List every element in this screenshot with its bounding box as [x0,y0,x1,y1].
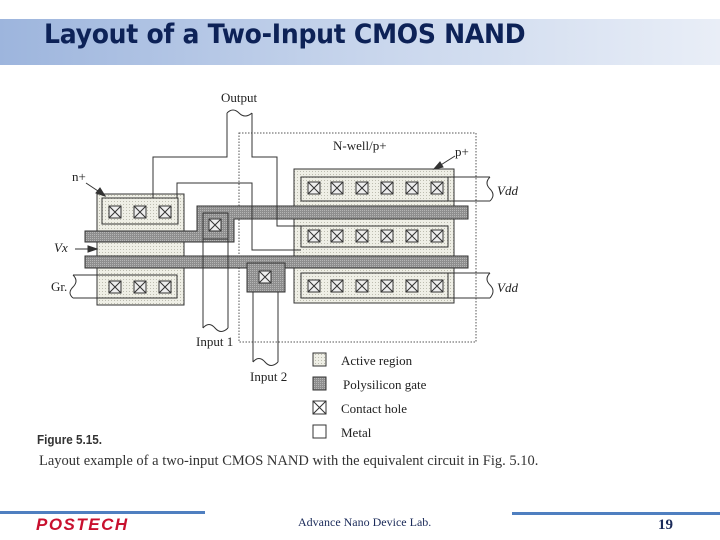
metal-pmos-top [300,176,449,202]
contact-hole-cross [158,205,172,219]
slide-title: Layout of a Two-Input CMOS NAND [44,19,526,50]
figure-number: Figure 5.15. [37,432,103,447]
postech-logo: POSTECH [36,515,129,534]
contact-hole-cross [330,279,344,293]
legend-swatch-metal [312,424,327,439]
pmos-active-region [293,168,455,304]
contact-hole-cross [330,229,344,243]
contact-hole-cross [380,181,394,195]
contact-hole-cross [430,229,444,243]
contact-hole-cross [355,229,369,243]
contact-hole-cross [108,205,122,219]
metal-pmos-bottom [300,272,449,299]
legend-label-poly: Polysilicon gate [343,377,427,392]
metal-nmos-drain [101,197,179,225]
input1-label: Input 1 [196,334,233,349]
metal-ground [96,274,178,299]
legend-swatch-active [312,352,327,367]
vdd-top-label: Vdd [497,183,518,198]
legend [312,352,327,439]
ground-label: Gr. [51,279,67,294]
contact-hole-cross [330,181,344,195]
n-well-region [238,132,477,343]
contact-hole-cross [108,280,122,294]
contact-hole-cross [430,181,444,195]
legend-label-metal: Metal [341,425,372,440]
legend-label-active: Active region [341,353,413,368]
footer-line-left [0,511,205,514]
contact-hole-cross [380,229,394,243]
metal-output-wire [152,113,228,198]
p-plus-label: p+ [455,144,469,159]
title-bar [0,19,720,65]
lab-name: Advance Nano Device Lab. [298,515,432,529]
contact-hole-cross [133,280,147,294]
footer-line-right [512,512,720,515]
contact-holes [108,181,444,294]
page-number: 19 [658,517,673,533]
contact-hole-cross [355,181,369,195]
legend-label-contact: Contact hole [341,401,407,416]
contact-hole-cross [133,205,147,219]
legend-swatch-poly [312,376,327,391]
poly-gate-input1 [84,205,469,243]
vx-label: Vx [54,240,68,255]
contact-hole-cross [405,181,419,195]
figure-caption: Layout example of a two-input CMOS NAND … [39,453,539,469]
contact-hole-cross [158,280,172,294]
contact-hole-cross [307,181,321,195]
n-well-label: N-well/p+ [333,138,387,153]
contact-hole-cross [405,229,419,243]
input2-label: Input 2 [250,369,287,384]
contact-hole-cross [430,279,444,293]
output-label: Output [221,90,258,105]
contact-hole-cross [258,270,272,284]
contact-hole-cross [208,218,222,232]
metal-pmos-middle [300,225,449,248]
n-plus-label: n+ [72,169,86,184]
contact-hole-cross [355,279,369,293]
vdd-bottom-label: Vdd [497,280,518,295]
contact-hole-cross [307,279,321,293]
contact-hole-cross [380,279,394,293]
contact-hole-cross [405,279,419,293]
contact-hole-cross [307,229,321,243]
